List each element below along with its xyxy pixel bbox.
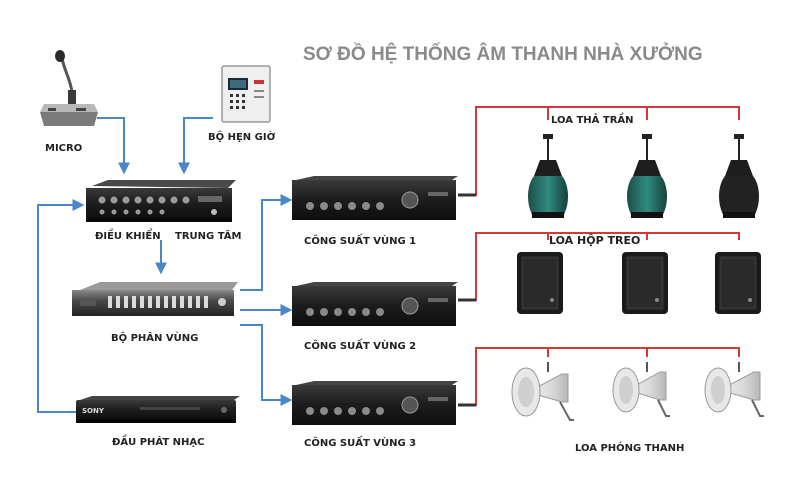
arrow-micro-to-controller [97, 117, 130, 175]
pendant-speaker-icon [627, 134, 667, 218]
arrow-player-feedback [37, 199, 85, 413]
horn-speaker-2 [612, 362, 670, 417]
music-player-device: SONY ĐẦU PHÁT NHẠC [76, 396, 240, 448]
wall-speaker-icon [715, 252, 761, 314]
diagram-title: SƠ ĐỒ HỆ THỐNG ÂM THANH NHÀ XƯỞNG [303, 43, 703, 65]
timer-device: BỘ HẸN GIỜ [208, 65, 276, 143]
label-ceiling-speakers: LOA THẢ TRẦN [551, 112, 634, 126]
horn-speaker-icon [704, 362, 764, 417]
power-amplifier-icon [292, 282, 458, 326]
label-micro: MICRO [45, 143, 82, 154]
label-horn-speakers: LOA PHÓNG THANH [575, 441, 684, 454]
label-controller-right: TRUNG TÂM [175, 229, 241, 242]
pendant-speaker-icon [719, 134, 759, 218]
pendant-speaker-icon [528, 134, 568, 218]
signal-arrows [37, 117, 293, 413]
box-speaker-1 [517, 252, 563, 314]
horn-speaker-icon [511, 362, 574, 421]
central-controller-device: ĐIỀU KHIỂN TRUNG TÂM [86, 180, 241, 242]
box-speaker-2 [622, 252, 668, 314]
ceiling-speaker-1 [528, 134, 568, 218]
amp-output-connectors [458, 193, 476, 407]
mixer-amplifier-icon [86, 180, 236, 222]
label-controller-left: ĐIỀU KHIỂN [95, 227, 161, 242]
power-amplifier-icon [292, 176, 458, 220]
amplifier-zone-2: CÔNG SUẤT VÙNG 2 [292, 282, 458, 352]
ceiling-speaker-2 [627, 134, 667, 218]
brand-label: SONY [82, 407, 105, 415]
label-zone-splitter: BỘ PHÂN VÙNG [111, 331, 198, 344]
zone-splitter-device: BỘ PHÂN VÙNG [72, 282, 238, 344]
wire-zone3 [458, 347, 740, 406]
label-amp-zone-1: CÔNG SUẤT VÙNG 1 [304, 232, 416, 247]
label-amp-zone-2: CÔNG SUẤT VÙNG 2 [304, 337, 416, 352]
label-box-speakers: LOA HỘP TREO [549, 234, 640, 247]
label-music-player: ĐẦU PHÁT NHẠC [112, 434, 205, 448]
dvd-player-icon: SONY [76, 396, 240, 423]
amplifier-zone-1: CÔNG SUẤT VÙNG 1 [292, 176, 458, 247]
speaker-wires [458, 106, 740, 406]
amplifier-zone-3: CÔNG SUẤT VÙNG 3 [292, 381, 458, 449]
timer-box-icon [221, 65, 271, 123]
label-amp-zone-3: CÔNG SUẤT VÙNG 3 [304, 434, 416, 449]
microphone-icon [40, 50, 98, 126]
label-timer: BỘ HẸN GIỜ [208, 130, 276, 143]
horn-speaker-3 [704, 362, 764, 417]
power-amplifier-icon [292, 381, 458, 425]
horn-speaker-1 [511, 362, 574, 421]
zone-splitter-icon [72, 282, 238, 316]
horn-speaker-icon [612, 362, 670, 417]
ceiling-speaker-3 [719, 134, 759, 218]
arrow-splitter-to-amp1 [240, 194, 293, 291]
arrow-timer-to-controller [178, 117, 213, 175]
arrow-splitter-to-amp3 [240, 324, 293, 406]
wall-speaker-icon [517, 252, 563, 314]
wall-speaker-icon [622, 252, 668, 314]
box-speaker-3 [715, 252, 761, 314]
microphone-device: MICRO [40, 50, 98, 154]
